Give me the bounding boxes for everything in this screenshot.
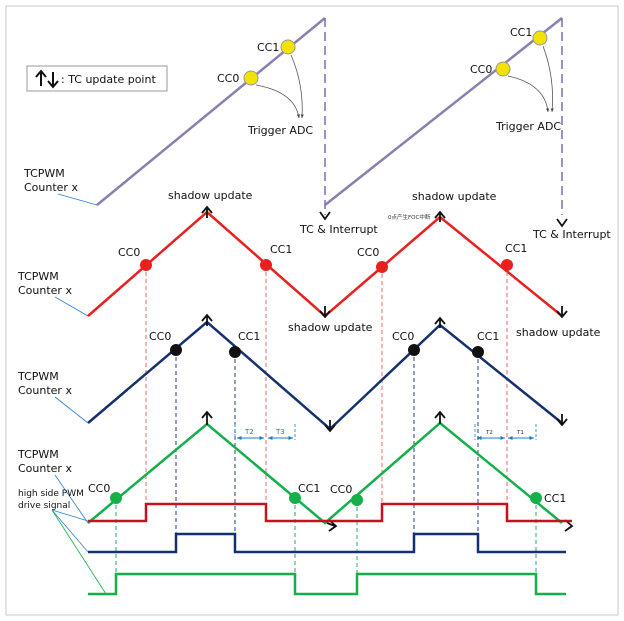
cc1-point <box>289 492 301 504</box>
counter-label-line2: Counter x <box>24 181 78 194</box>
sawtooth-counter: CC1 CC0 CC1 CC0 Trigger ADC Trigger ADC … <box>23 17 611 241</box>
shadow-update-label: shadow update <box>168 189 253 202</box>
label-leader <box>54 396 89 424</box>
legend-box <box>26 65 168 92</box>
label-leader <box>54 474 89 524</box>
navy-pwm-signal <box>88 532 566 554</box>
counter-label-line1: TCPWM <box>23 167 65 180</box>
up-arrow-icon <box>201 313 213 326</box>
t1-small-label: T1 <box>516 430 524 436</box>
label-leader <box>54 296 89 317</box>
cc0-label: CC0 <box>330 483 352 496</box>
down-arrow-icon <box>556 414 568 427</box>
cc0-label: CC0 <box>118 246 140 259</box>
tc-interrupt-label: TC & Interrupt <box>532 228 611 241</box>
foc-note: 0点产生FOC中断 <box>388 213 431 221</box>
tc-interrupt-label: TC & Interrupt <box>299 223 378 236</box>
trigger-adc-label: Trigger ADC <box>247 124 313 137</box>
cc1-label: CC1 <box>238 330 260 343</box>
shadow-update-label: shadow update <box>412 190 497 203</box>
up-down-arrows-icon <box>35 69 59 89</box>
t2-label: T2 <box>244 428 254 436</box>
cc0-label: CC0 <box>88 482 110 495</box>
cc0-point <box>376 261 388 273</box>
red-pwm-signal <box>88 502 572 523</box>
t2-small-label: T2 <box>485 430 493 436</box>
trigger-arrow <box>290 54 304 119</box>
counter-label-line2: Counter x <box>18 462 72 475</box>
pwm-signals: high side PWM drive signal <box>18 489 572 596</box>
down-arrow-icon <box>556 218 568 228</box>
pwm-label-line1: high side PWM <box>18 489 84 499</box>
up-arrow-icon <box>434 210 446 222</box>
cc1-point <box>229 346 241 358</box>
trigger-arrow <box>255 84 301 119</box>
label-leader <box>51 509 89 553</box>
down-arrow-icon <box>319 306 331 319</box>
cc1-point <box>530 492 542 504</box>
cc1-label: CC1 <box>477 330 499 343</box>
cc1-label: CC1 <box>505 242 527 255</box>
up-arrow-icon <box>201 410 213 425</box>
cc0-point <box>351 494 363 506</box>
counter-label-line2: Counter x <box>18 384 72 397</box>
cc1-label: CC1 <box>544 492 566 505</box>
cc1-label: CC1 <box>270 243 292 256</box>
counter-label-line1: TCPWM <box>17 448 59 461</box>
counter-label-line1: TCPWM <box>17 270 59 283</box>
cc1-label: CC1 <box>257 41 279 54</box>
cc0-point <box>140 259 152 271</box>
cc0-label: CC0 <box>149 330 171 343</box>
counter-label-line1: TCPWM <box>17 370 59 383</box>
sawtooth-ramp-2 <box>324 17 563 206</box>
cc0-label: CC0 <box>357 246 379 259</box>
red-triangle-counter: CC0 CC1 CC0 CC1 shadow update shadow upd… <box>17 189 601 520</box>
green-pwm-signal <box>88 572 566 596</box>
legend: : TC update point <box>26 65 168 92</box>
trigger-arrow <box>507 75 550 113</box>
cc0-point <box>408 344 420 356</box>
cc1-point <box>472 346 484 358</box>
green-triangle-wave <box>87 421 563 525</box>
up-arrow-icon <box>201 205 213 218</box>
cc0-label: CC0 <box>470 63 492 76</box>
cc0-label: CC0 <box>217 72 239 85</box>
up-arrow-icon <box>434 410 446 424</box>
diagram-frame <box>5 5 619 616</box>
cc0-point <box>495 61 511 77</box>
down-arrow-icon <box>556 306 568 319</box>
t3-label: T3 <box>275 428 285 436</box>
trigger-arrow <box>542 45 554 113</box>
pwm-label-line2: drive signal <box>18 501 70 511</box>
cc1-point <box>501 259 513 271</box>
down-arrow-icon <box>319 211 331 221</box>
cc1-label: CC1 <box>298 482 320 495</box>
shadow-update-label: shadow update <box>516 326 601 339</box>
cc0-point <box>110 492 122 504</box>
cc0-point <box>243 70 259 86</box>
counter-label-line2: Counter x <box>18 284 72 297</box>
down-arrow-icon <box>324 420 336 433</box>
navy-triangle-counter: CC0 CC1 CC0 CC1 TCPWM Counter x <box>17 313 568 552</box>
cc1-point <box>280 39 296 55</box>
shadow-update-label: shadow update <box>288 321 373 334</box>
cc0-label: CC0 <box>392 330 414 343</box>
cc1-point <box>260 259 272 271</box>
cc1-label: CC1 <box>510 26 532 39</box>
label-leader <box>51 509 89 522</box>
cc0-point <box>170 344 182 356</box>
timing-callouts: T2 T3 T2 T1 <box>234 424 537 440</box>
cc1-point <box>532 30 548 46</box>
label-leader <box>51 509 107 595</box>
legend-text: : TC update point <box>61 73 156 86</box>
trigger-adc-label: Trigger ADC <box>495 120 561 133</box>
up-arrow-icon <box>434 316 446 328</box>
label-leader <box>57 193 98 206</box>
